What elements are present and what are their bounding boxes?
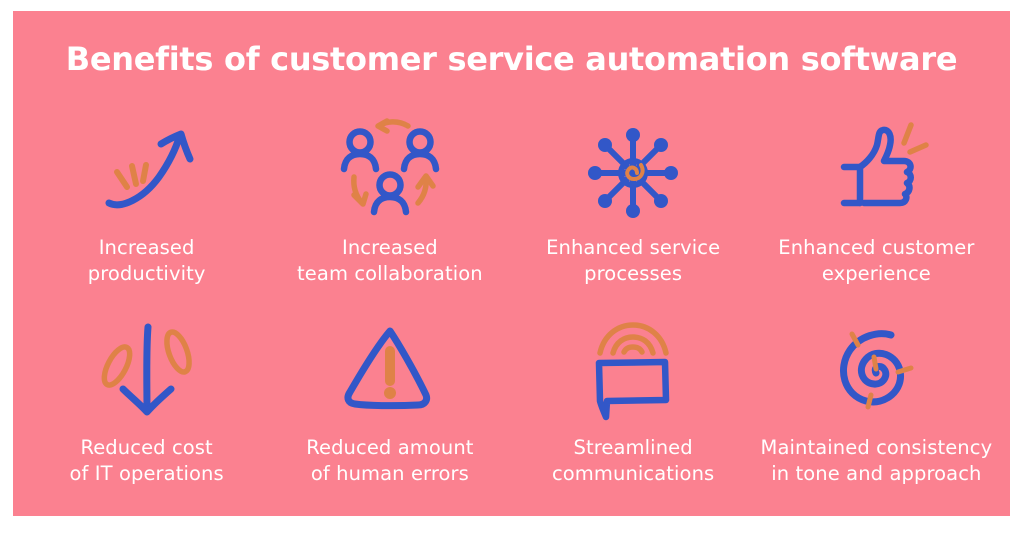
speech-bubble-broadcast-icon (573, 317, 693, 429)
benefit-item-enhanced-service-processes: Enhanced service processes (512, 111, 755, 311)
benefit-item-streamlined-communications: Streamlined communications (512, 311, 755, 511)
page-title: Benefits of customer service automation … (65, 40, 958, 78)
benefit-item-reduced-cost-of-it-operations: Reduced cost of IT operations (25, 311, 268, 511)
spiral-icon (816, 317, 936, 429)
thumbs-up-icon (816, 117, 936, 229)
benefit-label: Maintained consistency in tone and appro… (760, 436, 993, 485)
three-people-cycle-icon (330, 117, 450, 229)
benefit-label: Streamlined communications (551, 436, 715, 485)
warning-triangle-icon (330, 317, 450, 429)
benefit-label: Reduced cost of IT operations (69, 436, 224, 485)
benefit-item-enhanced-customer-experience: Enhanced customer experience (755, 111, 998, 311)
infographic-card: Benefits of customer service automation … (13, 11, 1010, 516)
benefits-grid: Increased productivity (25, 111, 998, 511)
benefit-item-increased-productivity: Increased productivity (25, 111, 268, 311)
benefit-label: Enhanced service processes (546, 236, 721, 285)
benefit-label: Enhanced customer experience (778, 236, 975, 285)
benefit-item-increased-team-collaboration: Increased team collaboration (268, 111, 511, 311)
upward-curved-arrow-icon (87, 117, 207, 229)
hub-and-spoke-network-icon (573, 117, 693, 229)
benefit-item-reduced-amount-of-human-errors: Reduced amount of human errors (268, 311, 511, 511)
benefit-label: Increased productivity (87, 236, 206, 285)
benefit-label: Reduced amount of human errors (306, 436, 474, 485)
benefit-item-maintained-consistency: Maintained consistency in tone and appro… (755, 311, 998, 511)
downward-arrow-icon (87, 317, 207, 429)
benefit-label: Increased team collaboration (297, 236, 483, 285)
